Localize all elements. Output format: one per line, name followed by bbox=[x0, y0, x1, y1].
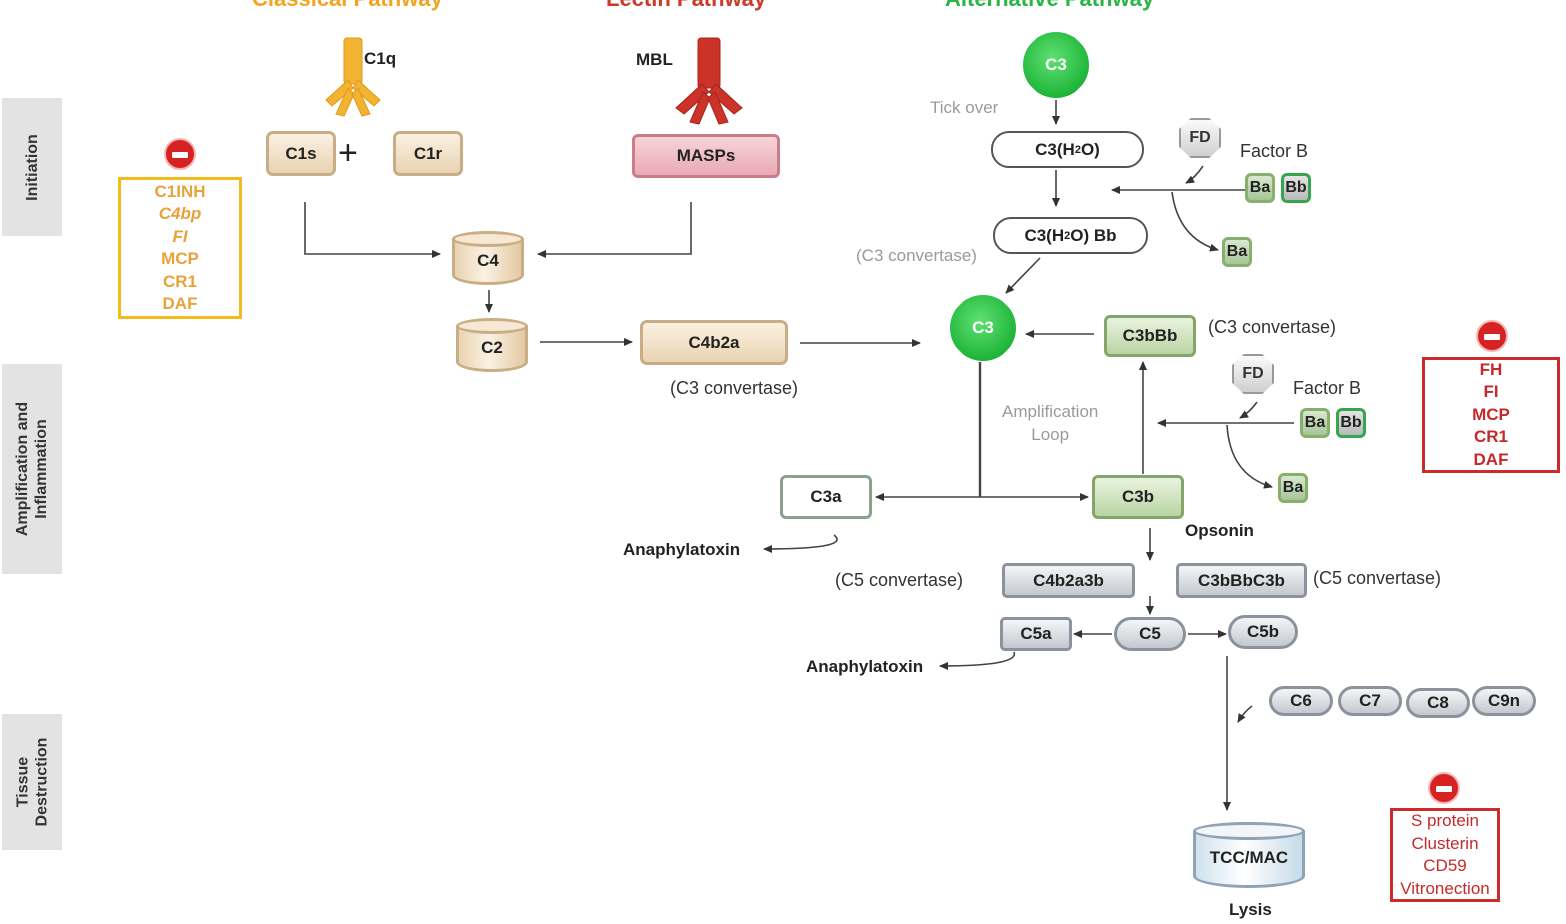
fd-node-2: FD bbox=[1232, 354, 1274, 394]
c5-node: C5 bbox=[1114, 617, 1186, 651]
c5a-node: C5a bbox=[1000, 617, 1072, 651]
amplification-loop-line1: Amplification bbox=[1002, 402, 1099, 421]
inhibitor-cr1: CR1 bbox=[162, 271, 197, 291]
tick-over-label: Tick over bbox=[930, 98, 999, 117]
inhibitor-s-protein: S protein bbox=[1410, 811, 1480, 830]
inhibitor-icon-terminal bbox=[1428, 772, 1460, 804]
c6-node: C6 bbox=[1269, 686, 1333, 716]
inhibitor-mcp-alt: MCP bbox=[1472, 404, 1510, 424]
plus-sign: + bbox=[338, 134, 358, 172]
amplification-loop-line2: Loop bbox=[1031, 425, 1070, 444]
c4-node: C4 bbox=[452, 231, 524, 285]
inhibitor-icon-classical bbox=[164, 138, 196, 170]
ba-node-2: Ba bbox=[1300, 408, 1330, 438]
c3h2o-sub: 2 bbox=[1074, 143, 1081, 156]
inhibitor-fh: FH bbox=[1479, 359, 1503, 379]
inhibitor-daf: DAF bbox=[162, 294, 198, 313]
inhibitor-icon-alternative bbox=[1476, 320, 1508, 352]
arrow-c1s-c4 bbox=[304, 202, 441, 258]
c8-node: C8 bbox=[1406, 688, 1470, 718]
bb-node-2: Bb bbox=[1336, 408, 1366, 438]
c5b-node: C5b bbox=[1228, 615, 1298, 649]
ba-node-1: Ba bbox=[1245, 173, 1275, 203]
factor-b-label-2: Factor B bbox=[1293, 378, 1362, 398]
c2-node: C2 bbox=[456, 318, 528, 372]
c3-center-node: C3 bbox=[950, 295, 1016, 361]
c3h2obb-sub: 2 bbox=[1064, 229, 1071, 242]
c3bbbc3b-node: C3bBbC3b bbox=[1176, 563, 1307, 598]
arrow-ba2-release bbox=[1226, 424, 1273, 489]
arrow-c6c9-join bbox=[1237, 705, 1253, 723]
c3bbb-node: C3bBb bbox=[1104, 315, 1196, 357]
c3bbb-convertase-note: (C3 convertase) bbox=[1208, 317, 1337, 337]
inhibitor-c1inh: C1INH bbox=[154, 181, 206, 201]
arrow-masps-c4 bbox=[537, 202, 692, 258]
c9n-node: C9n bbox=[1472, 686, 1536, 716]
inhibitor-mcp: MCP bbox=[161, 249, 199, 268]
inhibitor-clusterin: Clusterin bbox=[1411, 833, 1479, 853]
c1r-node: C1r bbox=[393, 131, 463, 176]
c3h2obb-tail: O) Bb bbox=[1070, 225, 1117, 245]
c1q-icon bbox=[325, 37, 381, 117]
inhibitor-daf-alt: DAF bbox=[1473, 449, 1509, 469]
c1s-node: C1s bbox=[266, 131, 336, 176]
c3h2o-tail: O) bbox=[1080, 139, 1100, 159]
classical-pathway-header: Classical Pathway bbox=[252, 0, 443, 12]
factor-b-label-1: Factor B bbox=[1240, 141, 1309, 161]
anaphylatoxin-label-1: Anaphylatoxin bbox=[623, 540, 741, 559]
arrow-c3a-anaphylatoxin bbox=[763, 534, 838, 553]
lectin-pathway-header: Lectin Pathway bbox=[606, 0, 766, 12]
c7-node: C7 bbox=[1338, 686, 1402, 716]
c3a-node: C3a bbox=[780, 475, 872, 519]
bb-node-1: Bb bbox=[1281, 173, 1311, 203]
inhibitor-fi: FI bbox=[172, 226, 188, 246]
c3-top-node: C3 bbox=[1023, 32, 1089, 98]
c5-convertase-note-right: (C5 convertase) bbox=[1313, 568, 1442, 588]
c4b2a-node: C4b2a bbox=[640, 320, 788, 365]
c3h2obb-main: C3(H bbox=[1024, 225, 1065, 245]
arrow-fd1 bbox=[1185, 165, 1204, 184]
mbl-icon bbox=[675, 37, 743, 125]
inhibitor-vitronection: Vitronection bbox=[1400, 878, 1490, 898]
c3b-node: C3b bbox=[1092, 475, 1184, 519]
inhibitor-cd59: CD59 bbox=[1423, 856, 1467, 875]
alternative-inhibitor-box: FH FI MCP CR1 DAF bbox=[1422, 357, 1560, 473]
tccmac-label: TCC/MAC bbox=[1193, 831, 1305, 888]
lysis-label: Lysis bbox=[1229, 900, 1272, 919]
anaphylatoxin-label-2: Anaphylatoxin bbox=[806, 657, 924, 676]
arrow-ba1-release bbox=[1171, 191, 1219, 252]
inhibitor-fi-alt: FI bbox=[1483, 382, 1499, 402]
opsonin-label: Opsonin bbox=[1185, 521, 1254, 540]
ba-released-1: Ba bbox=[1222, 237, 1252, 267]
c4b2a-convertase-note: (C3 convertase) bbox=[670, 378, 799, 398]
alternative-pathway-header: Alternative Pathway bbox=[945, 0, 1154, 12]
fd-node-1: FD bbox=[1179, 118, 1221, 158]
c4b2a3b-node: C4b2a3b bbox=[1002, 563, 1135, 598]
c5-convertase-note-left: (C5 convertase) bbox=[835, 570, 964, 590]
arrow-c3h2obb-c3 bbox=[1005, 257, 1041, 294]
masps-node: MASPs bbox=[632, 134, 780, 178]
inhibitor-cr1-alt: CR1 bbox=[1473, 427, 1508, 447]
ba-released-2: Ba bbox=[1278, 473, 1308, 503]
terminal-inhibitor-box: S protein Clusterin CD59 Vitronection bbox=[1390, 808, 1500, 902]
c1q-label: C1q bbox=[364, 49, 397, 68]
classical-inhibitor-box: C1INH C4bp FI MCP CR1 DAF bbox=[118, 177, 242, 319]
inhibitor-c4bp: C4bp bbox=[158, 204, 202, 223]
mbl-label: MBL bbox=[636, 50, 673, 69]
arrow-fd2 bbox=[1239, 401, 1258, 419]
stage-initiation: Initiation bbox=[2, 98, 62, 236]
tccmac-node: TCC/MAC bbox=[1193, 822, 1305, 888]
arrow-c5a-anaphylatoxin bbox=[939, 651, 1016, 670]
c3h2o-main: C3(H bbox=[1035, 139, 1075, 159]
c3h2obb-convertase-note: (C3 convertase) bbox=[856, 246, 977, 265]
